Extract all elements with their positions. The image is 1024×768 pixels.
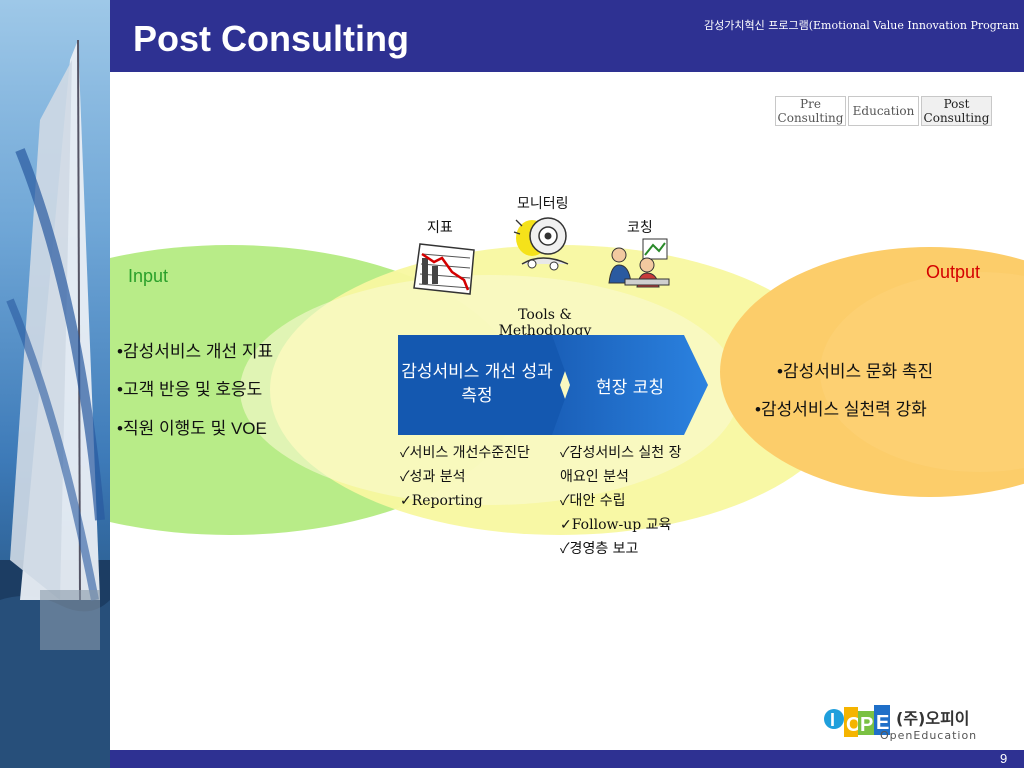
sailboat-illustration <box>0 39 110 768</box>
list-item: ✓Follow-up 교육 <box>560 517 672 533</box>
chevron-coaching-label: 현장 코칭 <box>596 378 664 398</box>
company-name: (주)오피이 <box>896 709 970 728</box>
coaching-icon <box>608 238 670 288</box>
chevron-coaching <box>552 335 708 435</box>
input-label: Input <box>128 266 169 286</box>
output-item: •감성서비스 문화 촉진 <box>777 362 934 381</box>
svg-text:O: O <box>846 714 862 736</box>
program-subtitle: 감성가치혁신 프로그램(Emotional Value Innovation P… <box>704 19 1020 32</box>
coaching-label: 코칭 <box>627 220 653 236</box>
company-logo: I O P E (주)오피이 OpenEducation <box>822 703 1002 745</box>
title-bar <box>110 0 1024 72</box>
chart-icon <box>413 243 475 295</box>
list-item: ✓Reporting <box>400 493 483 509</box>
company-tagline: OpenEducation <box>880 729 978 742</box>
chevron-measure <box>398 335 578 435</box>
svg-text:I: I <box>830 710 835 730</box>
page-number: 9 <box>1000 751 1008 766</box>
footer-bar <box>110 750 1024 768</box>
svg-text:E: E <box>876 712 889 734</box>
indicator-label: 지표 <box>427 220 453 236</box>
process-diagram-background <box>110 245 1024 535</box>
stage-post-consulting: Post Consulting <box>921 96 992 126</box>
output-item: •감성서비스 실천력 강화 <box>755 400 927 419</box>
list-item: ✓감성서비스 실천 장애요인 분석 <box>560 445 682 485</box>
monitoring-icon <box>513 217 569 271</box>
checklist-coaching: ✓감성서비스 실천 장애요인 분석 ✓대안 수립 ✓Follow-up 교육 ✓… <box>560 441 685 561</box>
output-label: Output <box>926 262 981 282</box>
checklist-measure: ✓서비스 개선수준진단 ✓성과 분석 ✓Reporting <box>400 441 560 513</box>
chevron-measure-label: 감성서비스 개선 성과 측정 <box>401 362 553 406</box>
list-item: ✓대안 수립 <box>560 493 626 509</box>
process-chevrons <box>398 335 708 435</box>
list-item: ✓성과 분석 <box>400 469 466 485</box>
input-item: •고객 반응 및 호응도 <box>117 380 263 399</box>
tools-caption: Tools & Methodology <box>498 307 592 335</box>
list-item: ✓경영층 보고 <box>560 541 639 557</box>
svg-text:P: P <box>860 714 873 736</box>
iope-logo-mark: I O P E <box>824 705 890 737</box>
input-item: •직원 이행도 및 VOE <box>117 419 267 438</box>
input-item: •감성서비스 개선 지표 <box>117 342 274 361</box>
monitoring-label: 모니터링 <box>517 196 569 212</box>
sailboat-photo <box>0 0 110 768</box>
stage-pre-consulting: Pre Consulting <box>775 96 846 126</box>
list-item: ✓서비스 개선수준진단 <box>400 445 530 461</box>
stage-education: Education <box>848 96 919 126</box>
slide-title: Post Consulting <box>133 18 409 59</box>
